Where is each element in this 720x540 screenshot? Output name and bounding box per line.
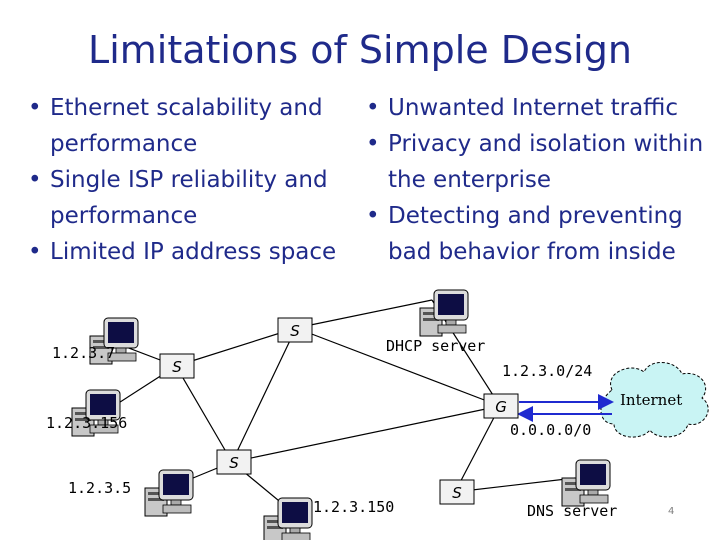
- right-bullet-list: Unwanted Internet traffic Privacy and is…: [360, 90, 720, 270]
- link: [231, 405, 501, 463]
- switch-node: S: [439, 479, 475, 505]
- link: [231, 327, 297, 463]
- bullet-item: Limited IP address space: [22, 234, 352, 270]
- switch-node: S: [277, 317, 313, 343]
- left-bullet-list: Ethernet scalability and performance Sin…: [22, 90, 352, 270]
- server-icon: [561, 459, 611, 507]
- switch-label: S: [452, 484, 462, 502]
- host-ip-label: 1.2.3.156: [46, 414, 127, 432]
- network-links: [99, 299, 576, 511]
- page-number: 4: [668, 506, 675, 517]
- dhcp-server-label: DHCP server: [386, 337, 485, 355]
- host-ip-label: 1.2.3.150: [313, 498, 394, 516]
- host-ip-label: 1.2.3.5: [68, 479, 131, 497]
- link: [295, 299, 433, 329]
- bullet-item: Single ISP reliability and performance: [22, 162, 352, 234]
- switch-label: S: [290, 322, 300, 340]
- bullet-item: Ethernet scalability and performance: [22, 90, 352, 162]
- computer-icon: [144, 469, 194, 517]
- link: [175, 365, 233, 463]
- dns-server-label: DNS server: [527, 502, 617, 520]
- default-route-label: 0.0.0.0/0: [510, 421, 591, 439]
- bullet-item: Privacy and isolation within the enterpr…: [360, 126, 720, 198]
- bullet-item: Unwanted Internet traffic: [360, 90, 720, 126]
- computer-icon: [263, 497, 313, 540]
- link: [175, 327, 297, 367]
- switch-node: S: [159, 353, 195, 379]
- server-icon: [419, 289, 469, 337]
- internet-label: Internet: [620, 391, 682, 409]
- host-ip-label: 1.2.3.7: [52, 344, 115, 362]
- switch-label: S: [229, 454, 239, 472]
- gateway-label: G: [495, 398, 507, 416]
- bullet-item: Detecting and preventing bad behavior fr…: [360, 198, 720, 270]
- link: [295, 327, 501, 407]
- switch-node: S: [216, 449, 252, 475]
- slide-title: Limitations of Simple Design: [88, 28, 632, 72]
- link: [454, 477, 576, 493]
- gateway-node: G: [483, 393, 519, 419]
- subnet-label: 1.2.3.0/24: [502, 362, 592, 380]
- link: [454, 405, 501, 493]
- switch-label: S: [172, 358, 182, 376]
- internet-cloud-icon: [600, 362, 709, 438]
